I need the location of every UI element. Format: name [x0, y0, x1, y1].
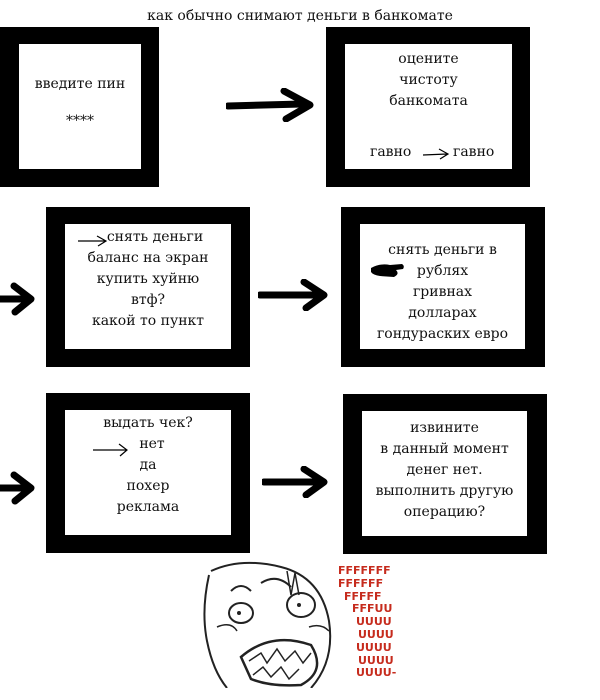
arrow-right-icon — [258, 279, 328, 311]
currency-eur[interactable]: гондураских евро — [376, 326, 509, 342]
menu-item-wtf[interactable]: втф? — [130, 292, 166, 308]
selector-arrow-icon — [78, 235, 108, 247]
selector-arrow-icon — [422, 148, 450, 160]
menu-item-some[interactable]: какой то пункт — [91, 313, 205, 329]
selector-arrow-icon — [93, 443, 128, 457]
receipt-yes[interactable]: да — [139, 457, 157, 473]
rating-line-1: оцените — [398, 51, 459, 67]
error-line-4: выполнить другую — [375, 483, 514, 499]
error-line-2: в данный момент — [380, 441, 509, 457]
arrow-right-icon — [226, 88, 314, 122]
arrow-right-icon — [0, 282, 35, 316]
pin-prompt: введите пин — [34, 76, 126, 92]
rage-text-6: UUUU — [358, 627, 394, 641]
receipt-whatever[interactable]: похер — [126, 478, 170, 494]
currency-usd[interactable]: долларах — [408, 305, 477, 321]
menu-item-withdraw[interactable]: снять деньги — [106, 229, 204, 245]
error-line-3: денег нет. — [406, 462, 483, 478]
error-line-1: извините — [410, 420, 479, 436]
error-line-5: операцию? — [403, 504, 486, 520]
menu-item-buy[interactable]: купить хуйню — [96, 271, 200, 287]
atm-screen-menu: снять деньги баланс на экран купить хуйн… — [46, 207, 250, 367]
currency-rub[interactable]: рублях — [416, 263, 469, 279]
pointing-hand-icon — [371, 264, 404, 277]
comic-title: как обычно снимают деньги в банкомате — [147, 8, 453, 24]
receipt-no[interactable]: нет — [139, 436, 165, 452]
rage-text-4: FFFUU — [352, 602, 393, 616]
arrow-right-icon — [0, 471, 35, 505]
atm-screen-pin: введите пин **** — [0, 27, 159, 187]
rage-face-panel: FFFFFFF FFFFFF FFFFF FFFUU UUUU UUUU UUU… — [201, 561, 400, 688]
atm-screen-receipt: выдать чек? нет да похер реклама — [46, 393, 250, 553]
rating-line-3: банкомата — [389, 93, 468, 109]
rage-text-3: FFFFF — [344, 589, 382, 603]
arrow-right-icon — [262, 466, 328, 498]
rage-text-7: UUUU — [356, 640, 392, 654]
currency-uah[interactable]: гривнах — [412, 284, 473, 300]
rage-text-5: UUUU — [356, 615, 392, 629]
rage-text-9: UUUU- — [356, 666, 397, 680]
receipt-ads[interactable]: реклама — [116, 499, 180, 515]
atm-screen-rating: оцените чистоту банкомата гавно гавно — [326, 27, 530, 187]
currency-header: снять деньги в — [388, 242, 497, 258]
rage-face-icon — [203, 561, 332, 688]
rating-choice-right[interactable]: гавно — [453, 144, 495, 160]
menu-item-balance[interactable]: баланс на экран — [87, 250, 209, 266]
atm-screen-currency: снять деньги в рублях гривнах долларах г… — [341, 207, 545, 367]
receipt-question: выдать чек? — [103, 415, 193, 431]
rating-choice-left[interactable]: гавно — [370, 144, 412, 160]
atm-screen-no-money: извините в данный момент денег нет. выпо… — [343, 394, 547, 554]
pin-mask: **** — [66, 113, 94, 129]
rating-line-2: чистоту — [399, 72, 458, 88]
rage-text-8: UUUU — [358, 653, 394, 667]
rage-text-1: FFFFFFF — [338, 564, 391, 577]
rage-text-2: FFFFFF — [338, 576, 384, 590]
